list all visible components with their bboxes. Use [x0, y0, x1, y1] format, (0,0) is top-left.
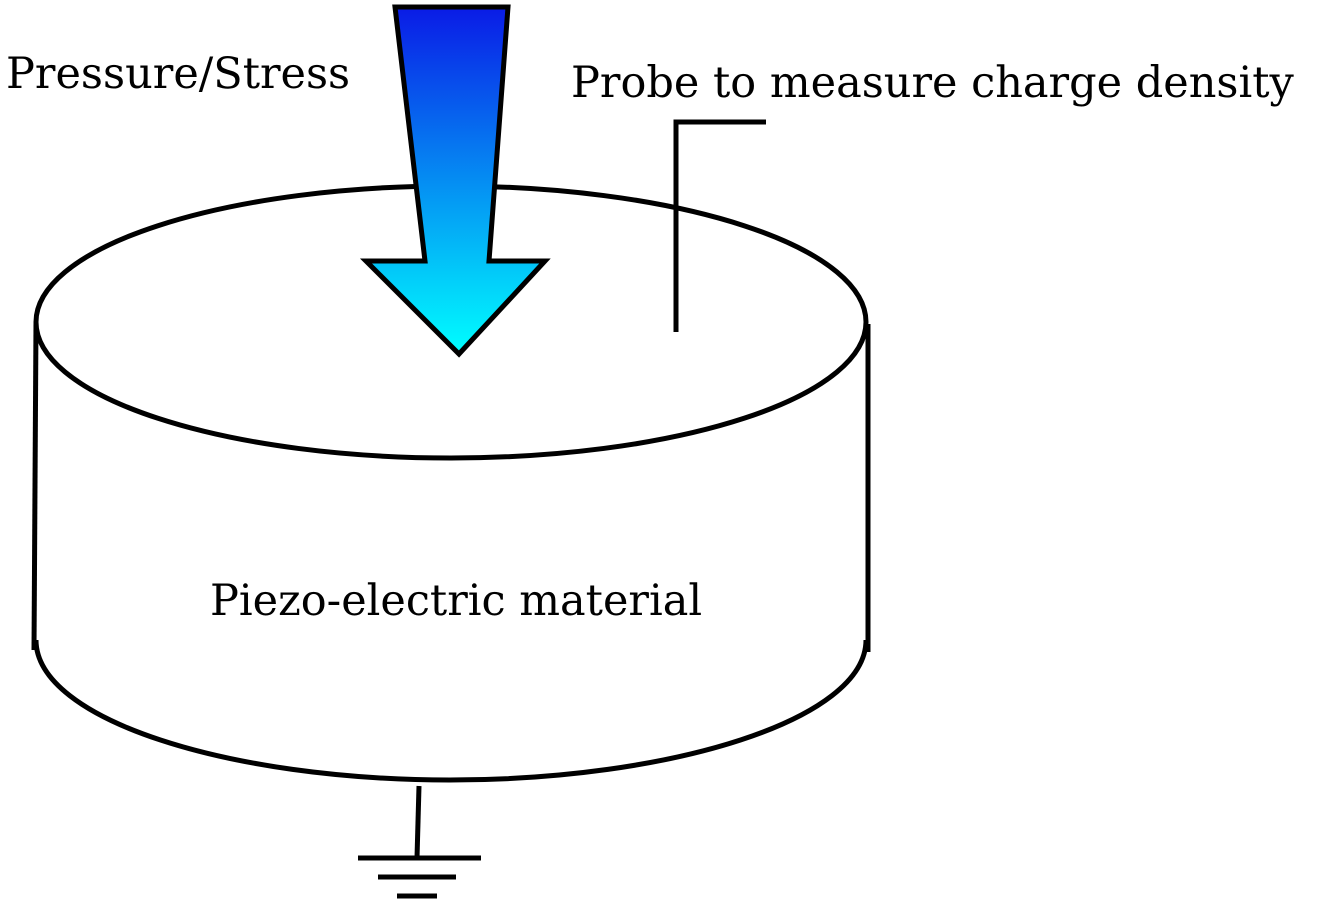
ground-symbol-icon	[358, 785, 481, 899]
pressure-arrow-icon	[359, 4, 551, 358]
material-label: Piezo-electric material	[210, 576, 702, 626]
probe-label: Probe to measure charge density	[571, 58, 1295, 108]
probe	[673, 119, 766, 332]
cylinder-left-side	[31, 321, 39, 651]
pressure-stress-label: Pressure/Stress	[6, 49, 350, 99]
cylinder-bottom-edge	[33, 639, 869, 783]
